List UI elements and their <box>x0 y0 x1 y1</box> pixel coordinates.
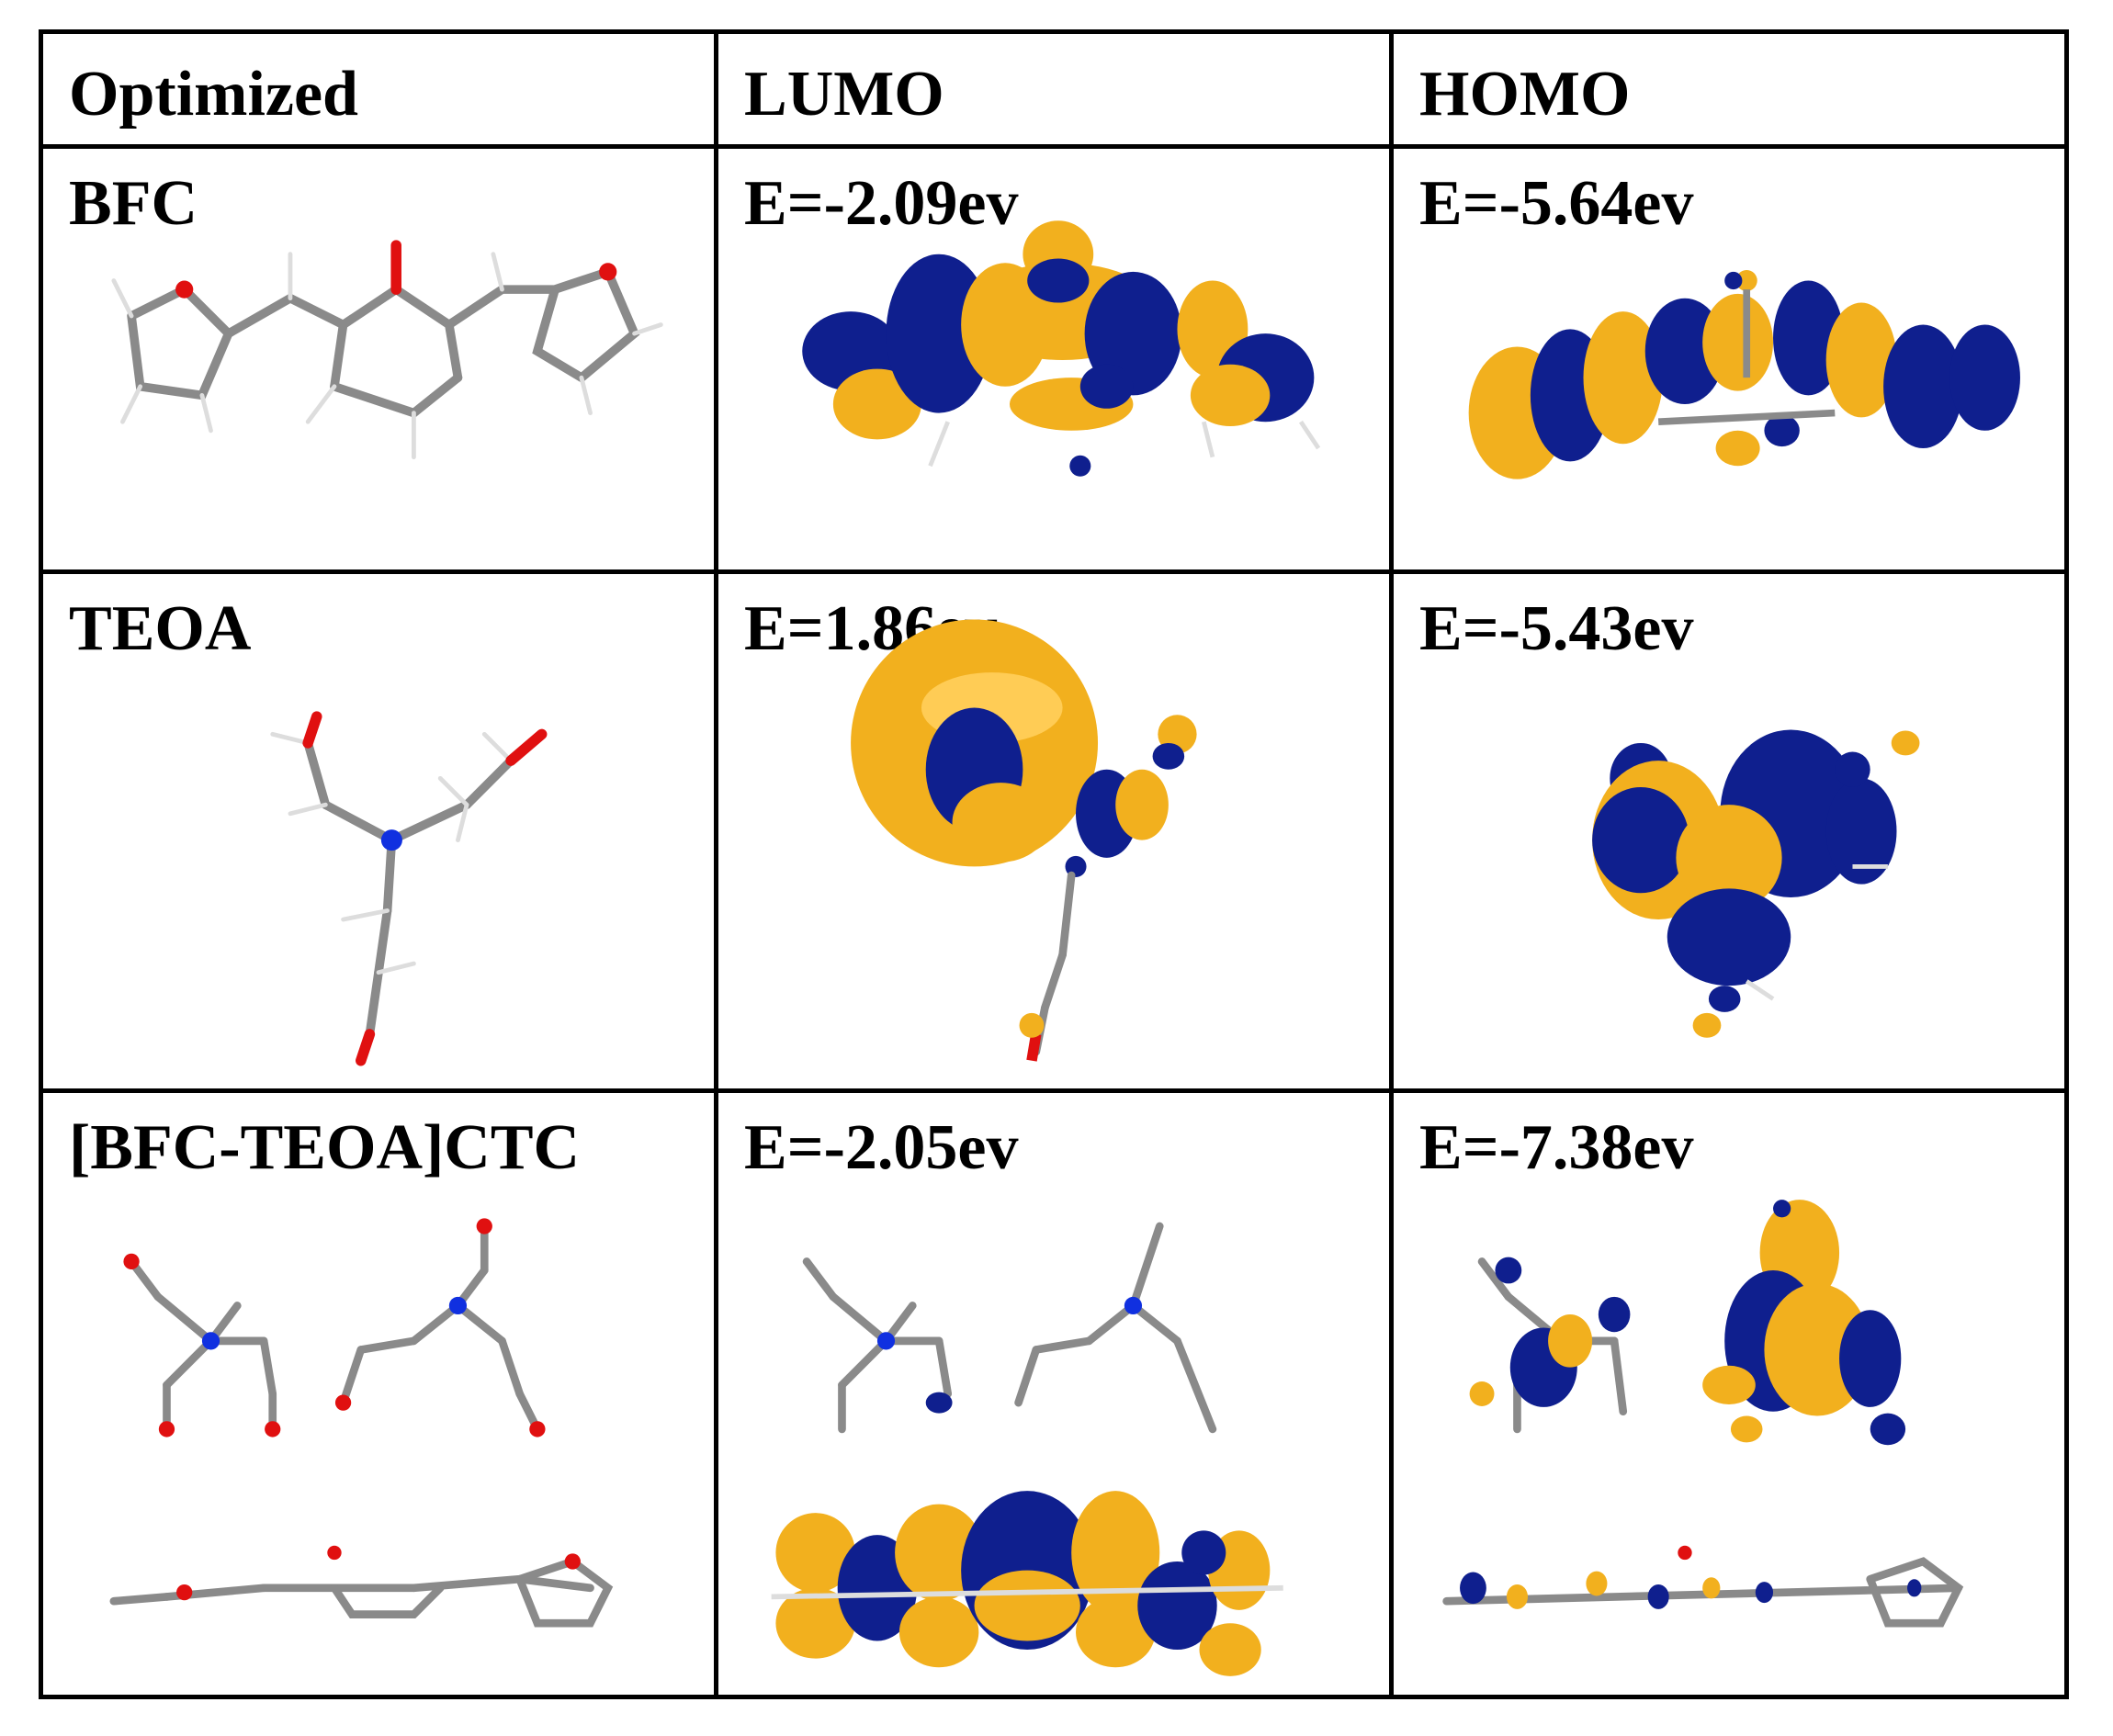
bfc-homo-energy: E=-5.64ev <box>1419 168 1694 239</box>
bfc-optimized-cell: BFC <box>39 144 718 574</box>
teoa-molecule-image <box>270 711 548 1066</box>
row-bfc: BFC <box>39 144 2069 574</box>
bfc-lumo-cell: E=-2.09ev <box>714 144 1394 574</box>
bfc-lumo-energy: E=-2.09ev <box>744 168 1019 239</box>
teoa-homo-orbital-image <box>1592 729 1920 1038</box>
teoa-homo-energy: E=-5.43ev <box>1419 593 1694 664</box>
ctc-homo-energy: E=-7.38ev <box>1419 1112 1694 1183</box>
ctc-homo-cell: E=-7.38ev <box>1389 1088 2069 1699</box>
ctc-molecule-image <box>109 1218 614 1628</box>
ctc-lumo-energy: E=-2.05ev <box>744 1112 1019 1183</box>
bfc-molecule-image <box>111 240 663 460</box>
row-teoa: TEOA <box>39 569 2069 1093</box>
ctc-optimized-cell: [BFC-TEOA]CTC <box>39 1088 718 1699</box>
ctc-lumo-cell: E=-2.05ev <box>714 1088 1394 1699</box>
ctc-lumo-orbital-image <box>771 1222 1283 1676</box>
orbital-table: Optimized LUMO HOMO BFC <box>39 29 2069 1699</box>
header-homo-text: HOMO <box>1419 59 1631 130</box>
ctc-homo-orbital-image <box>1442 1200 1964 1628</box>
ctc-label: [BFC-TEOA]CTC <box>69 1112 581 1183</box>
header-row: Optimized LUMO HOMO <box>39 29 2069 149</box>
row-ctc: [BFC-TEOA]CTC <box>39 1088 2069 1699</box>
teoa-optimized-cell: TEOA <box>39 569 718 1093</box>
header-lumo-text: LUMO <box>744 59 944 130</box>
bfc-label: BFC <box>69 168 198 239</box>
teoa-label: TEOA <box>69 593 252 664</box>
bfc-homo-orbital-image <box>1468 269 2020 479</box>
teoa-homo-cell: E=-5.43ev <box>1389 569 2069 1093</box>
header-optimized: Optimized <box>39 29 718 149</box>
bfc-homo-cell: E=-5.64ev <box>1389 144 2069 574</box>
header-lumo: LUMO <box>714 29 1394 149</box>
teoa-lumo-cell: E=1.86ev <box>714 569 1394 1093</box>
bfc-lumo-orbital-image <box>802 220 1321 477</box>
header-homo: HOMO <box>1389 29 2069 149</box>
teoa-lumo-orbital-image <box>851 619 1197 1062</box>
header-optimized-text: Optimized <box>69 59 358 130</box>
